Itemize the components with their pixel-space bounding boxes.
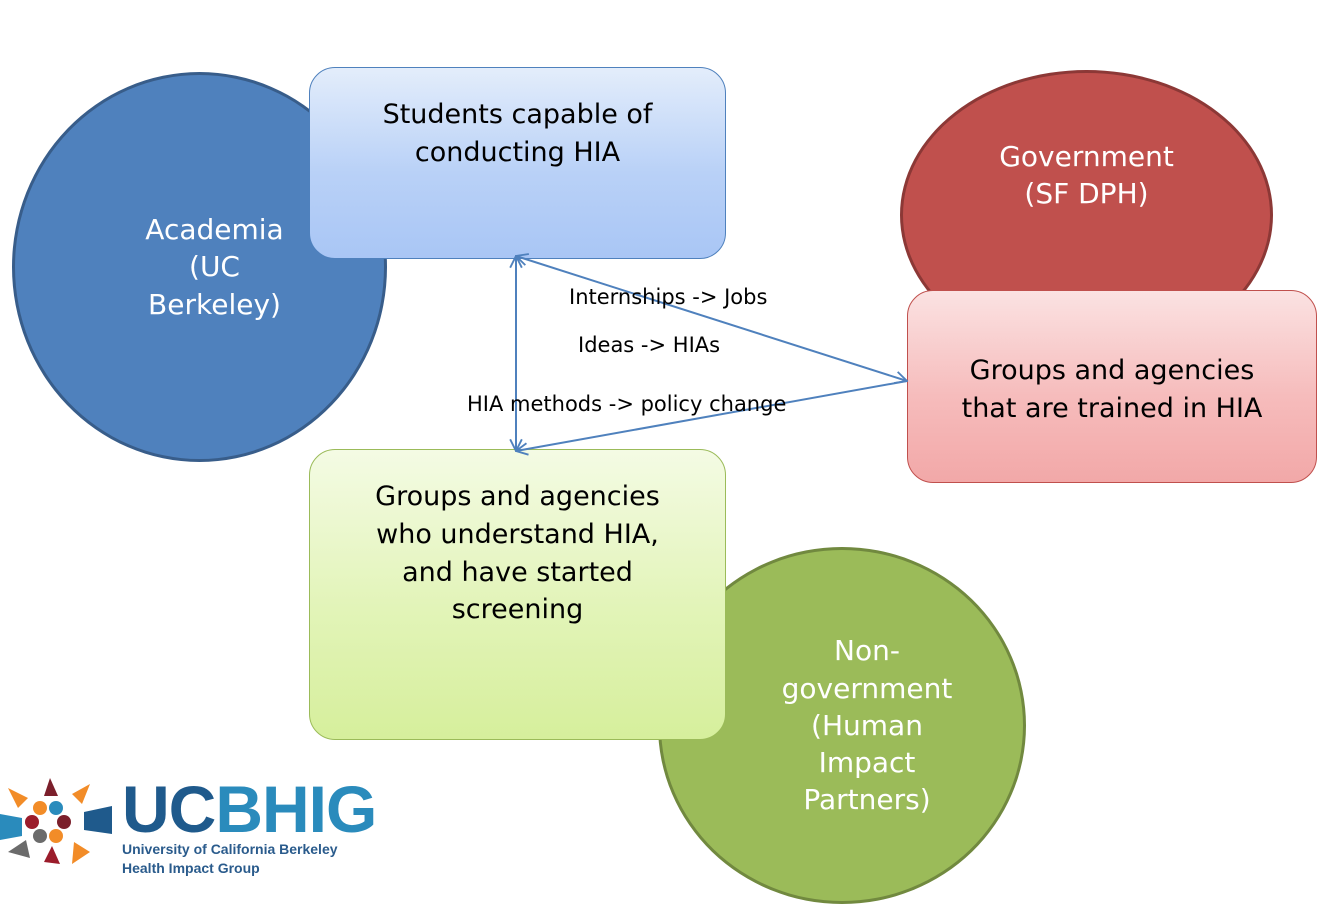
logo-mark (0, 778, 112, 864)
understanding-groups-box: Groups and agencies who understand HIA, … (309, 449, 726, 740)
internships-label: Internships -> Jobs (569, 285, 768, 309)
trained-groups-box: Groups and agencies that are trained in … (907, 290, 1317, 483)
hia-methods-label: HIA methods -> policy change (467, 392, 787, 416)
logo-text: UCBHIG University of California Berkeley… (122, 776, 377, 878)
students-box-label: Students capable of conducting HIA (382, 99, 653, 168)
arrow-students-trained (516, 256, 907, 381)
government-label: Government (SF DPH) (999, 139, 1174, 210)
academia-label: Academia (UC Berkeley) (145, 213, 284, 321)
logo-bhig: BHIG (215, 772, 377, 846)
students-box: Students capable of conducting HIA (309, 67, 726, 259)
logo-wordmark: UCBHIG (122, 776, 377, 842)
ucbhig-logo-icon (0, 778, 112, 864)
nongovernment-label: Non- government (Human Impact Partners) (781, 634, 953, 817)
understanding-groups-box-label: Groups and agencies who understand HIA, … (375, 480, 660, 626)
logo-subtitle-line1: University of California Berkeley (122, 841, 338, 857)
trained-groups-box-label: Groups and agencies that are trained in … (961, 354, 1263, 424)
logo-uc: UC (122, 772, 216, 846)
logo-subtitle-line2: Health Impact Group (122, 860, 260, 876)
arrow-understand-trained (516, 380, 908, 451)
ideas-label: Ideas -> HIAs (578, 333, 721, 357)
